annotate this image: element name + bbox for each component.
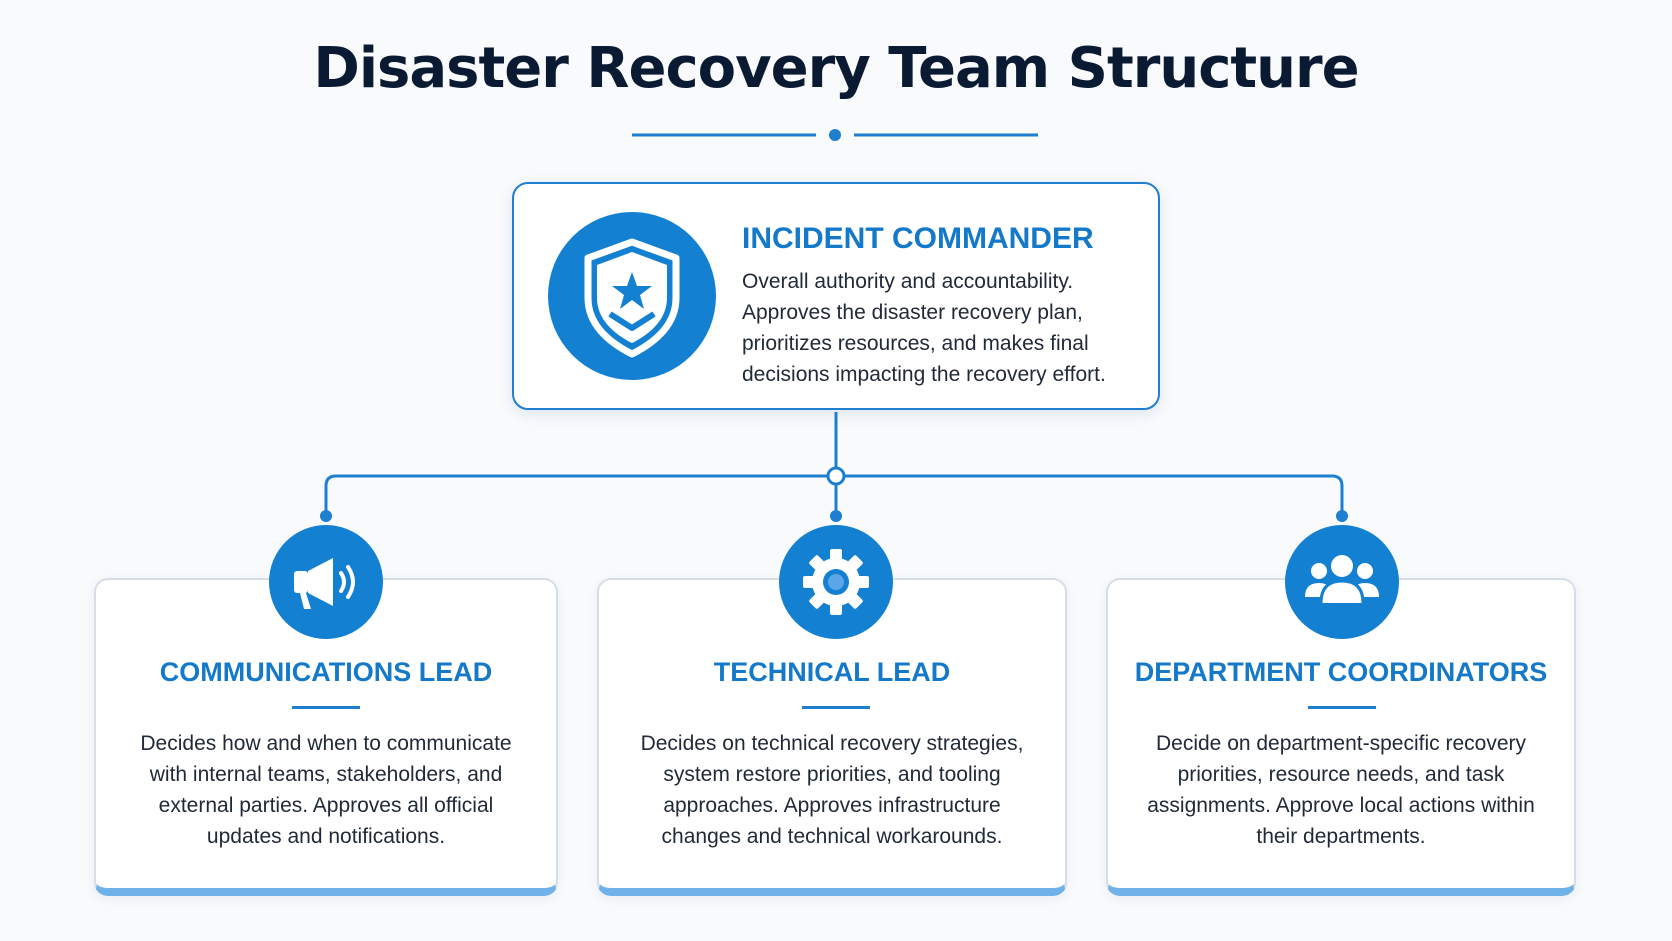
shield-star-icon	[548, 212, 716, 380]
technical-lead-rule	[802, 706, 870, 709]
technical-lead-card	[597, 578, 1067, 896]
technical-lead-description: Decides on technical recovery strategies…	[640, 732, 1024, 848]
communications-lead-rule	[292, 706, 360, 709]
department-coordinators-rule	[1308, 706, 1376, 709]
technical-lead-heading: TECHNICAL LEAD	[713, 657, 951, 687]
gear-icon	[779, 525, 893, 639]
communications-lead-description: Decides how and when to communicate with…	[140, 732, 512, 848]
department-coordinators-description: Decide on department-specific recovery p…	[1147, 732, 1535, 848]
junction-node	[826, 466, 846, 486]
department-coordinators-heading: DEPARTMENT COORDINATORS	[1134, 657, 1548, 687]
people-group-icon	[1285, 525, 1399, 639]
incident-commander-heading: INCIDENT COMMANDER	[742, 222, 1094, 255]
title-divider	[632, 129, 1038, 141]
megaphone-icon	[269, 525, 383, 639]
incident-commander-description: Overall authority and accountability. Ap…	[742, 270, 1106, 386]
communications-lead-heading: COMMUNICATIONS LEAD	[159, 657, 493, 687]
page-title: Disaster Recovery Team Structure	[313, 36, 1359, 101]
